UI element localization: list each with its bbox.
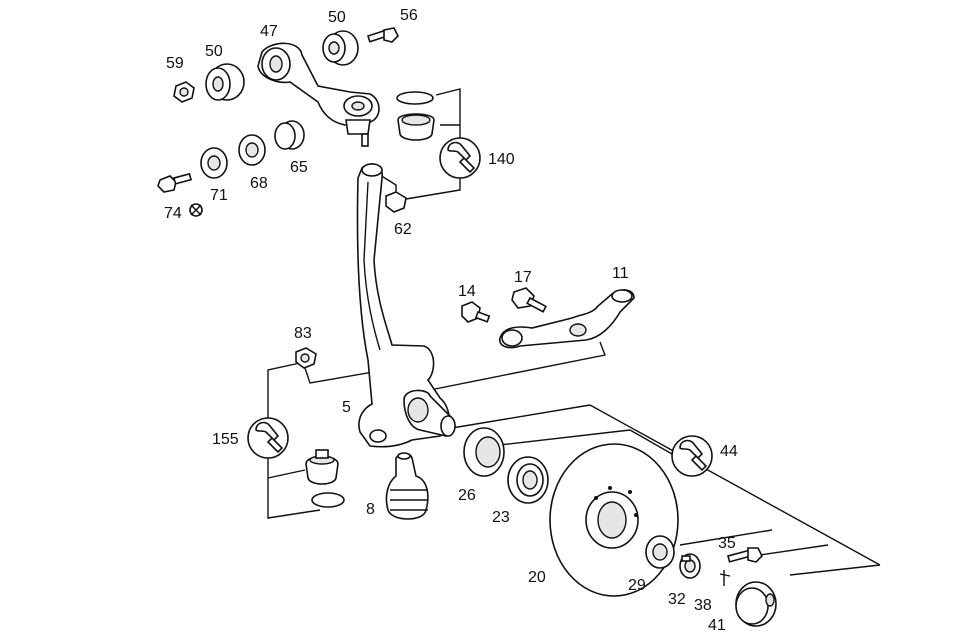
- upper-bushings: [157, 27, 399, 193]
- label-32: 32: [668, 591, 686, 608]
- label-8: 8: [366, 501, 375, 518]
- bushing-65: [274, 120, 305, 150]
- label-50-right: 50: [328, 9, 346, 26]
- washer-71: [200, 147, 228, 179]
- upper-control-arm: [257, 42, 380, 147]
- bolt-56: [366, 27, 399, 43]
- cap-41: [735, 581, 777, 627]
- label-62: 62: [394, 221, 412, 238]
- part-labels: 59 50 47 50 56 65 68 71 74 140 62 14 17 …: [164, 7, 738, 634]
- label-38: 38: [694, 597, 712, 614]
- pin-38: [719, 570, 731, 586]
- label-74: 74: [164, 205, 182, 222]
- label-41: 41: [708, 617, 726, 634]
- bushing-50-left: [205, 63, 245, 101]
- wrench-icon: [439, 137, 481, 179]
- bearing-23: [507, 456, 549, 504]
- label-17: 17: [514, 269, 532, 286]
- label-5: 5: [342, 399, 351, 416]
- label-29: 29: [628, 577, 646, 594]
- bearing-29: [645, 535, 675, 569]
- seal-26: [463, 427, 505, 477]
- label-59: 59: [166, 55, 184, 72]
- lower-ball-joint-parts: [305, 449, 345, 508]
- label-26: 26: [458, 487, 476, 504]
- label-65: 65: [290, 159, 308, 176]
- label-14: 14: [458, 283, 476, 300]
- label-47: 47: [260, 23, 278, 40]
- label-35: 35: [718, 535, 736, 552]
- washer-68: [238, 134, 266, 166]
- label-71: 71: [210, 187, 228, 204]
- ball-joint-8: [385, 452, 429, 520]
- clamp-nut-32: [679, 553, 701, 579]
- bolt-17: [511, 287, 547, 313]
- bolt-14: [461, 301, 491, 323]
- bushing-50-right: [322, 30, 359, 66]
- brake-disc-20: [549, 443, 679, 597]
- wrench-icon: [671, 435, 713, 477]
- ball-joint-upper-parts: [385, 91, 435, 213]
- label-56: 56: [400, 7, 418, 24]
- steering-knuckle: [356, 163, 456, 448]
- label-11: 11: [612, 265, 629, 282]
- label-50-left: 50: [205, 43, 223, 60]
- steering-arm: [498, 289, 635, 349]
- nut-83: [295, 347, 317, 369]
- bolt-74: [157, 172, 192, 193]
- label-68: 68: [250, 175, 268, 192]
- nut-59: [173, 81, 195, 103]
- label-155: 155: [212, 431, 239, 448]
- x-circle-icon: [189, 203, 203, 217]
- wrench-icon: [247, 417, 289, 459]
- label-44: 44: [720, 443, 738, 460]
- bolt-35: [727, 547, 763, 563]
- label-83: 83: [294, 325, 312, 342]
- label-140: 140: [488, 151, 515, 168]
- label-20: 20: [528, 569, 546, 586]
- label-23: 23: [492, 509, 510, 526]
